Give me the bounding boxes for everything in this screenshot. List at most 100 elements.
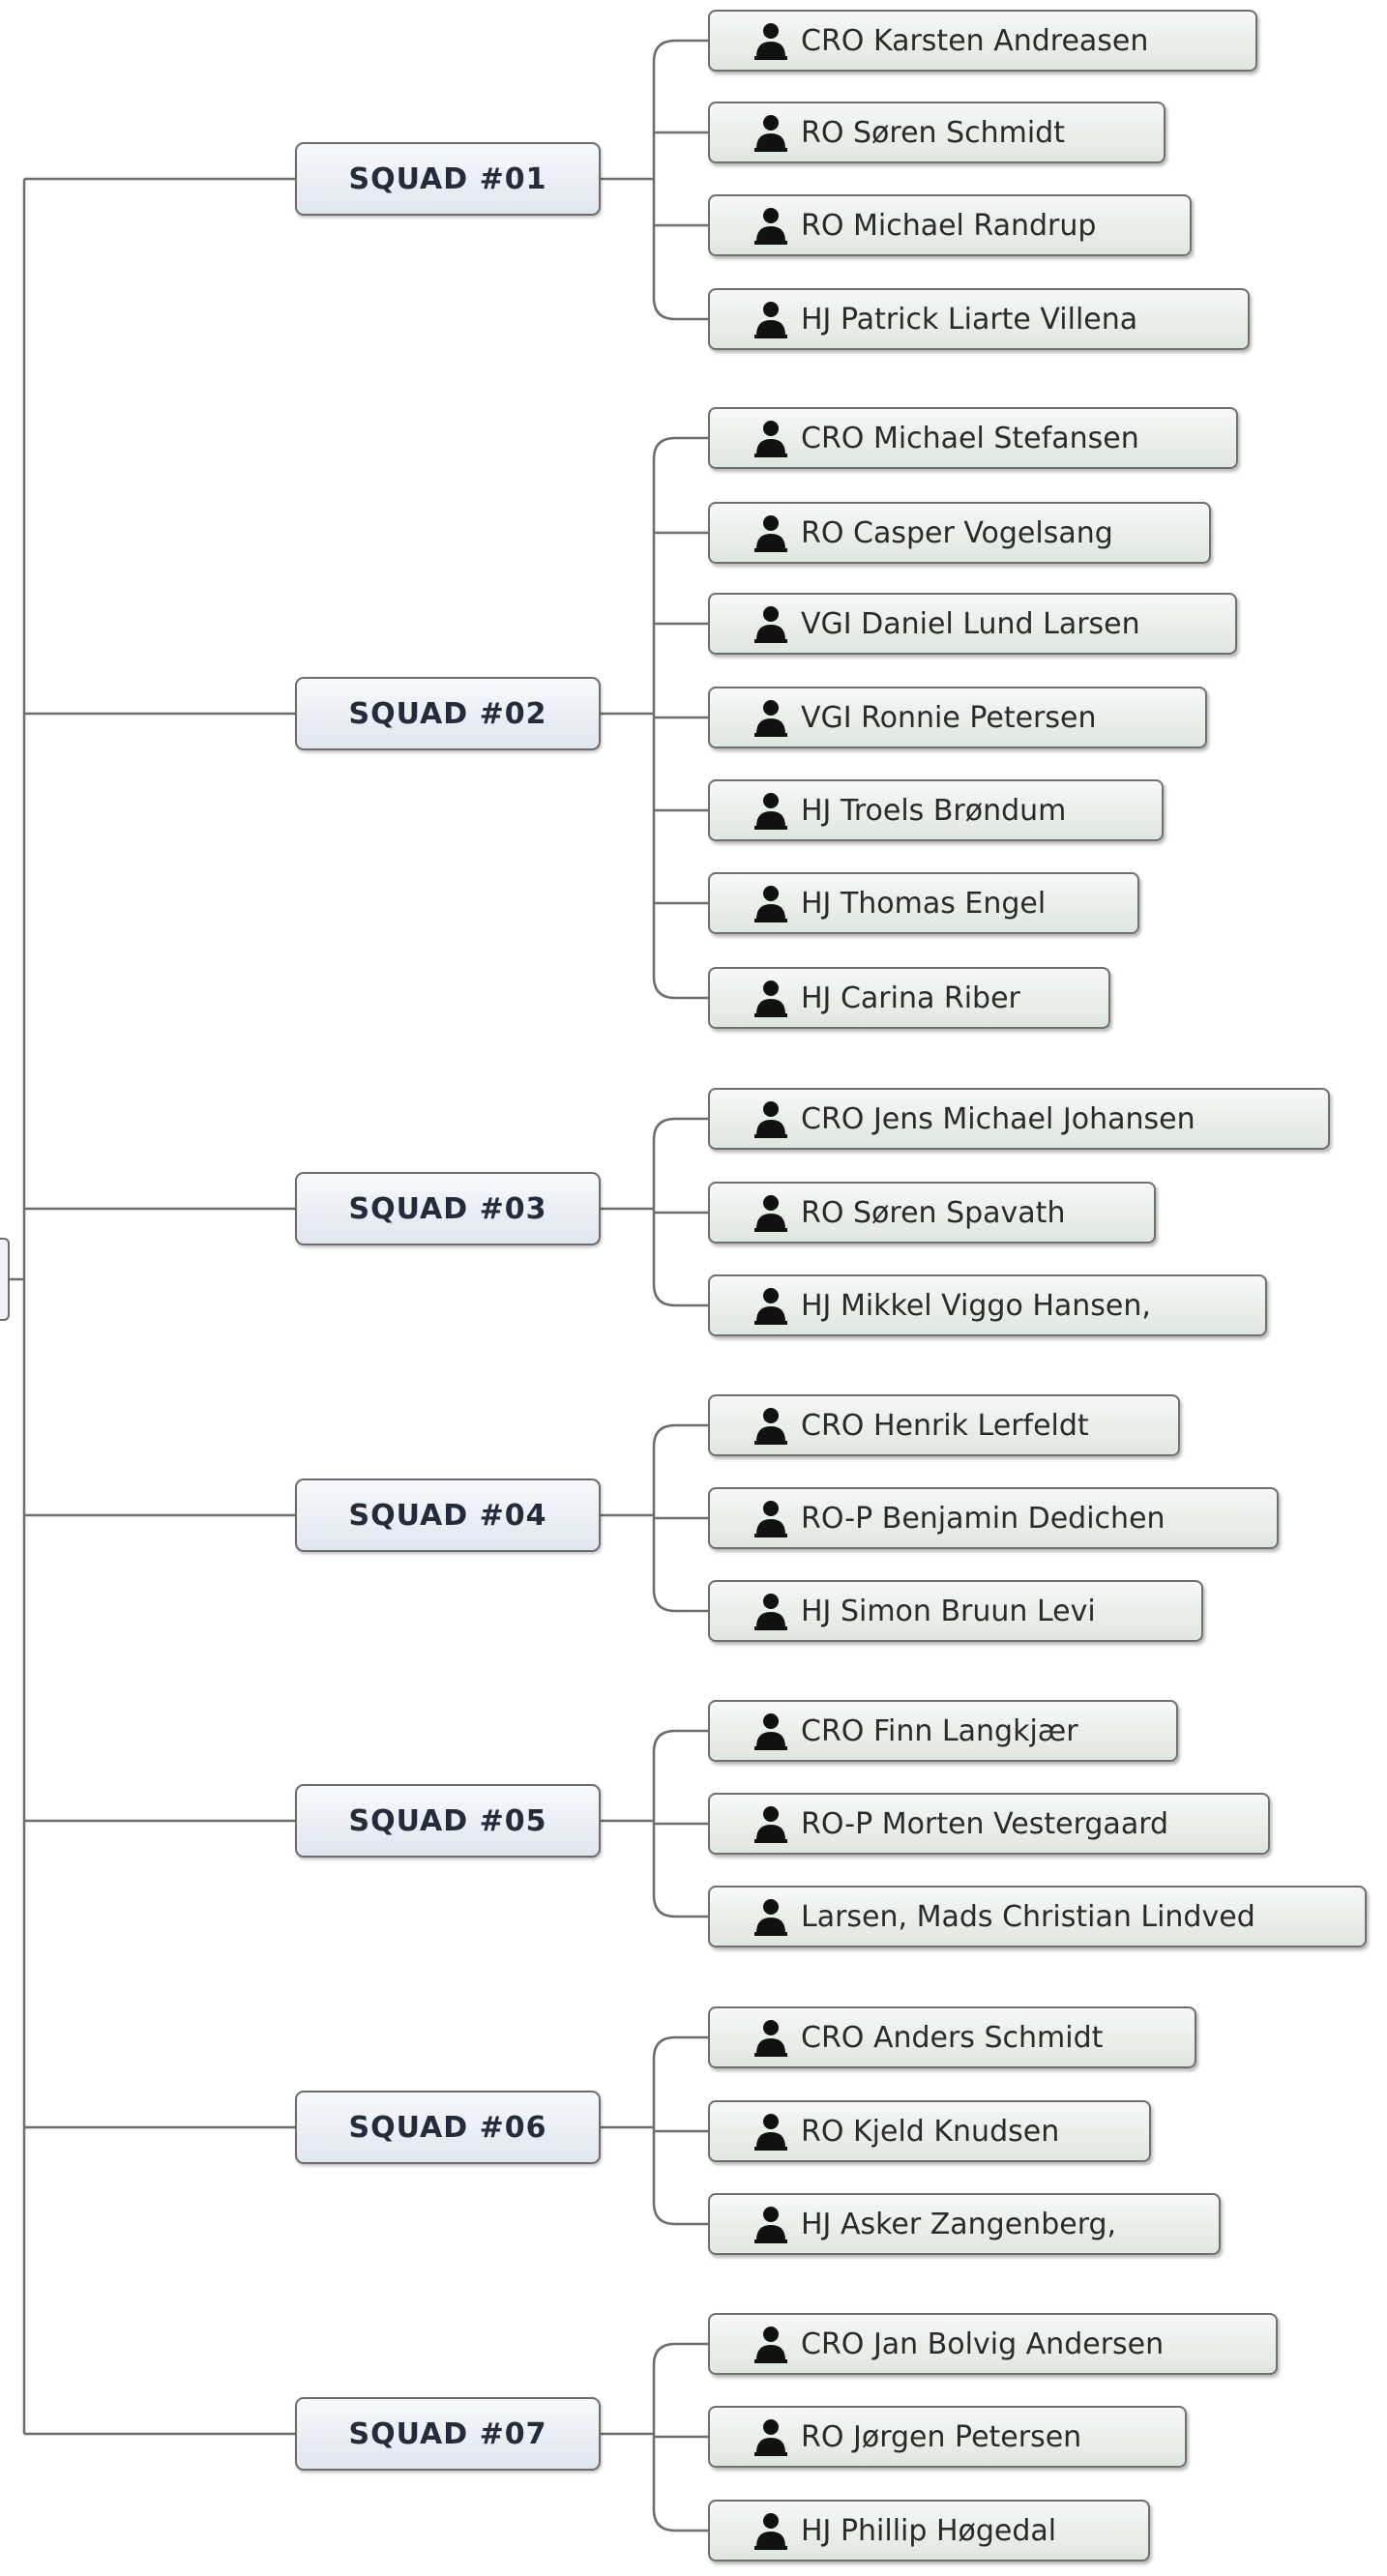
person-icon — [753, 883, 789, 923]
member-label: CRO Jens Michael Johansen — [801, 1101, 1195, 1136]
person-icon — [753, 1285, 789, 1326]
person-icon — [753, 790, 789, 831]
member-label: VGI Daniel Lund Larsen — [801, 606, 1140, 641]
member-label: RO Jørgen Petersen — [801, 2419, 1082, 2454]
person-icon — [753, 299, 789, 339]
member-node[interactable]: RO Casper Vogelsang — [708, 502, 1211, 564]
member-label: RO Casper Vogelsang — [801, 515, 1113, 550]
member-branch-line — [652, 1283, 708, 1307]
person-icon — [753, 1498, 789, 1538]
member-node[interactable]: CRO Karsten Andreasen — [708, 10, 1257, 72]
person-icon — [753, 205, 789, 246]
member-label: CRO Finn Langkjær — [801, 1713, 1078, 1748]
member-node[interactable]: HJ Asker Zangenberg, — [708, 2193, 1221, 2255]
member-node[interactable]: VGI Daniel Lund Larsen — [708, 593, 1237, 655]
member-branch-line — [652, 39, 708, 63]
member-branch-line — [652, 1117, 708, 1141]
person-icon — [753, 978, 789, 1018]
member-node[interactable]: RO-P Benjamin Dedichen — [708, 1487, 1279, 1549]
member-node[interactable]: CRO Jens Michael Johansen — [708, 1088, 1330, 1150]
member-label: RO-P Benjamin Dedichen — [801, 1501, 1166, 1536]
member-label: HJ Thomas Engel — [801, 886, 1047, 921]
person-icon — [753, 1098, 789, 1139]
member-branch-line — [652, 1423, 708, 1448]
member-branch-line — [652, 2035, 708, 2060]
person-icon — [753, 1591, 789, 1631]
member-branch-line — [652, 1729, 708, 1753]
person-icon — [753, 2416, 789, 2457]
member-node[interactable]: CRO Finn Langkjær — [708, 1700, 1178, 1762]
member-node[interactable]: RO Søren Schmidt — [708, 102, 1166, 163]
person-icon — [753, 1896, 789, 1937]
member-node[interactable]: CRO Anders Schmidt — [708, 2006, 1196, 2068]
member-node[interactable]: HJ Simon Bruun Levi — [708, 1580, 1203, 1642]
member-label: HJ Asker Zangenberg, — [801, 2207, 1117, 2241]
squad-node[interactable]: SQUAD #05 — [295, 1784, 601, 1858]
person-icon — [753, 2111, 789, 2152]
member-label: RO Michael Randrup — [801, 208, 1097, 243]
member-node[interactable]: HJ Troels Brøndum — [708, 779, 1164, 841]
member-branch-line — [652, 436, 708, 460]
person-icon — [753, 1192, 789, 1233]
member-branch-line — [652, 1894, 708, 1918]
member-node[interactable]: RO-P Morten Vestergaard — [708, 1793, 1270, 1855]
member-branch-line — [652, 1589, 708, 1613]
member-branch-line — [652, 2342, 708, 2366]
person-icon — [753, 2510, 789, 2551]
squad-node[interactable]: SQUAD #02 — [295, 677, 601, 750]
squad-node[interactable]: SQUAD #01 — [295, 142, 601, 216]
squad-node[interactable]: SQUAD #07 — [295, 2397, 601, 2471]
member-node[interactable]: HJ Thomas Engel — [708, 872, 1139, 934]
member-label: HJ Troels Brøndum — [801, 793, 1067, 828]
member-label: CRO Anders Schmidt — [801, 2020, 1104, 2055]
member-node[interactable]: HJ Patrick Liarte Villena — [708, 288, 1250, 350]
member-label: RO Kjeld Knudsen — [801, 2114, 1060, 2149]
member-node[interactable]: Larsen, Mads Christian Lindved — [708, 1886, 1367, 1947]
person-icon — [753, 20, 789, 61]
member-node[interactable]: RO Kjeld Knudsen — [708, 2100, 1151, 2162]
member-label: CRO Henrik Lerfeldt — [801, 1408, 1089, 1443]
member-node[interactable]: HJ Phillip Høgedal — [708, 2500, 1150, 2561]
member-label: VGI Ronnie Petersen — [801, 700, 1097, 735]
member-label: CRO Michael Stefansen — [801, 421, 1139, 455]
squad-node[interactable]: SQUAD #04 — [295, 1478, 601, 1552]
member-node[interactable]: RO Jørgen Petersen — [708, 2406, 1187, 2468]
member-label: HJ Simon Bruun Levi — [801, 1594, 1096, 1628]
member-label: HJ Mikkel Viggo Hansen, — [801, 1288, 1151, 1323]
person-icon — [753, 2324, 789, 2364]
member-node[interactable]: CRO Henrik Lerfeldt — [708, 1394, 1180, 1456]
person-icon — [753, 603, 789, 644]
member-node[interactable]: HJ Carina Riber — [708, 967, 1110, 1029]
member-label: RO Søren Schmidt — [801, 115, 1065, 150]
member-label: RO-P Morten Vestergaard — [801, 1806, 1169, 1841]
person-icon — [753, 697, 789, 738]
member-node[interactable]: VGI Ronnie Petersen — [708, 687, 1207, 748]
person-icon — [753, 2204, 789, 2244]
member-label: CRO Jan Bolvig Andersen — [801, 2327, 1165, 2361]
member-node[interactable]: CRO Michael Stefansen — [708, 407, 1238, 469]
member-label: Larsen, Mads Christian Lindved — [801, 1899, 1255, 1934]
member-node[interactable]: RO Søren Spavath — [708, 1182, 1156, 1244]
member-node[interactable]: CRO Jan Bolvig Andersen — [708, 2313, 1278, 2375]
person-icon — [753, 1711, 789, 1751]
member-label: HJ Phillip Høgedal — [801, 2513, 1057, 2548]
member-branch-line — [652, 2508, 708, 2532]
member-branch-line — [652, 2202, 708, 2226]
member-node[interactable]: RO Michael Randrup — [708, 194, 1192, 256]
member-branch-line — [652, 976, 708, 1000]
member-node[interactable]: HJ Mikkel Viggo Hansen, — [708, 1274, 1267, 1336]
member-label: HJ Carina Riber — [801, 981, 1020, 1015]
person-icon — [753, 418, 789, 458]
person-icon — [753, 112, 789, 153]
member-label: HJ Patrick Liarte Villena — [801, 302, 1138, 337]
squad-node[interactable]: SQUAD #03 — [295, 1172, 601, 1245]
person-icon — [753, 1803, 789, 1844]
person-icon — [753, 512, 789, 553]
squad-node[interactable]: SQUAD #06 — [295, 2091, 601, 2164]
root-node[interactable] — [0, 1238, 10, 1321]
member-branch-line — [652, 297, 708, 321]
member-label: CRO Karsten Andreasen — [801, 23, 1149, 58]
person-icon — [753, 1405, 789, 1446]
member-label: RO Søren Spavath — [801, 1195, 1066, 1230]
